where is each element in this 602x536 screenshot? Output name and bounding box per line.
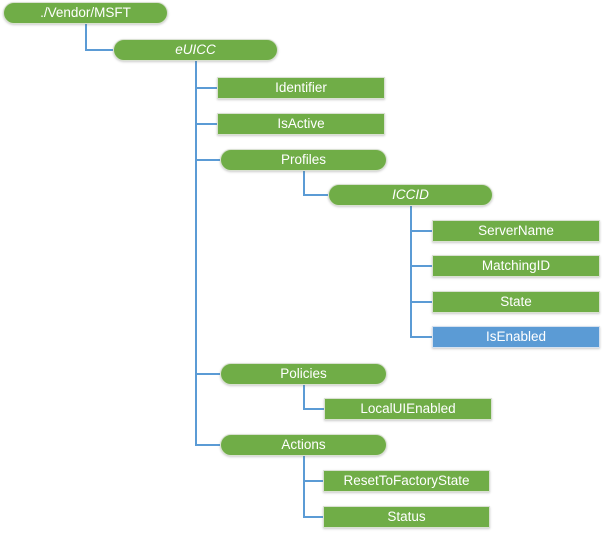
tree-node-servername: ServerName [432,220,600,242]
tree-connector-line [195,61,197,446]
tree-connector-line [195,159,220,161]
tree-connector-line [303,408,324,410]
tree-node-localuienabled: LocalUIEnabled [324,398,492,420]
tree-node-euicc: eUICC [113,39,278,61]
tree-connector-line [303,385,305,410]
tree-node-policies: Policies [220,363,387,385]
tree-connector-line [410,301,432,303]
tree-node-vendor-msft: ./Vendor/MSFT [3,2,168,24]
tree-connector-line [410,206,412,338]
tree-node-profiles: Profiles [220,149,387,171]
tree-node-resettofactorystate: ResetToFactoryState [323,470,490,492]
tree-node-matchingid: MatchingID [432,255,600,277]
tree-connector-line [410,336,432,338]
tree-node-iccid: ICCID [328,184,493,206]
tree-connector-line [303,194,328,196]
tree-connector-line [303,516,323,518]
tree-node-isactive: IsActive [217,113,385,135]
tree-connector-line [85,24,87,51]
tree-connector-line [195,87,217,89]
tree-connector-line [85,49,113,51]
tree-connector-line [410,265,432,267]
tree-connector-line [303,480,323,482]
tree-node-isenabled: IsEnabled [432,326,600,348]
tree-connector-line [195,373,220,375]
tree-connector-line [195,123,217,125]
tree-node-actions: Actions [220,434,387,456]
tree-node-state: State [432,291,600,313]
tree-node-identifier: Identifier [217,77,385,99]
tree-connector-line [303,171,305,196]
tree-node-status: Status [323,506,490,528]
tree-connector-line [195,444,220,446]
tree-connector-line [303,456,305,518]
tree-connector-line [410,230,432,232]
